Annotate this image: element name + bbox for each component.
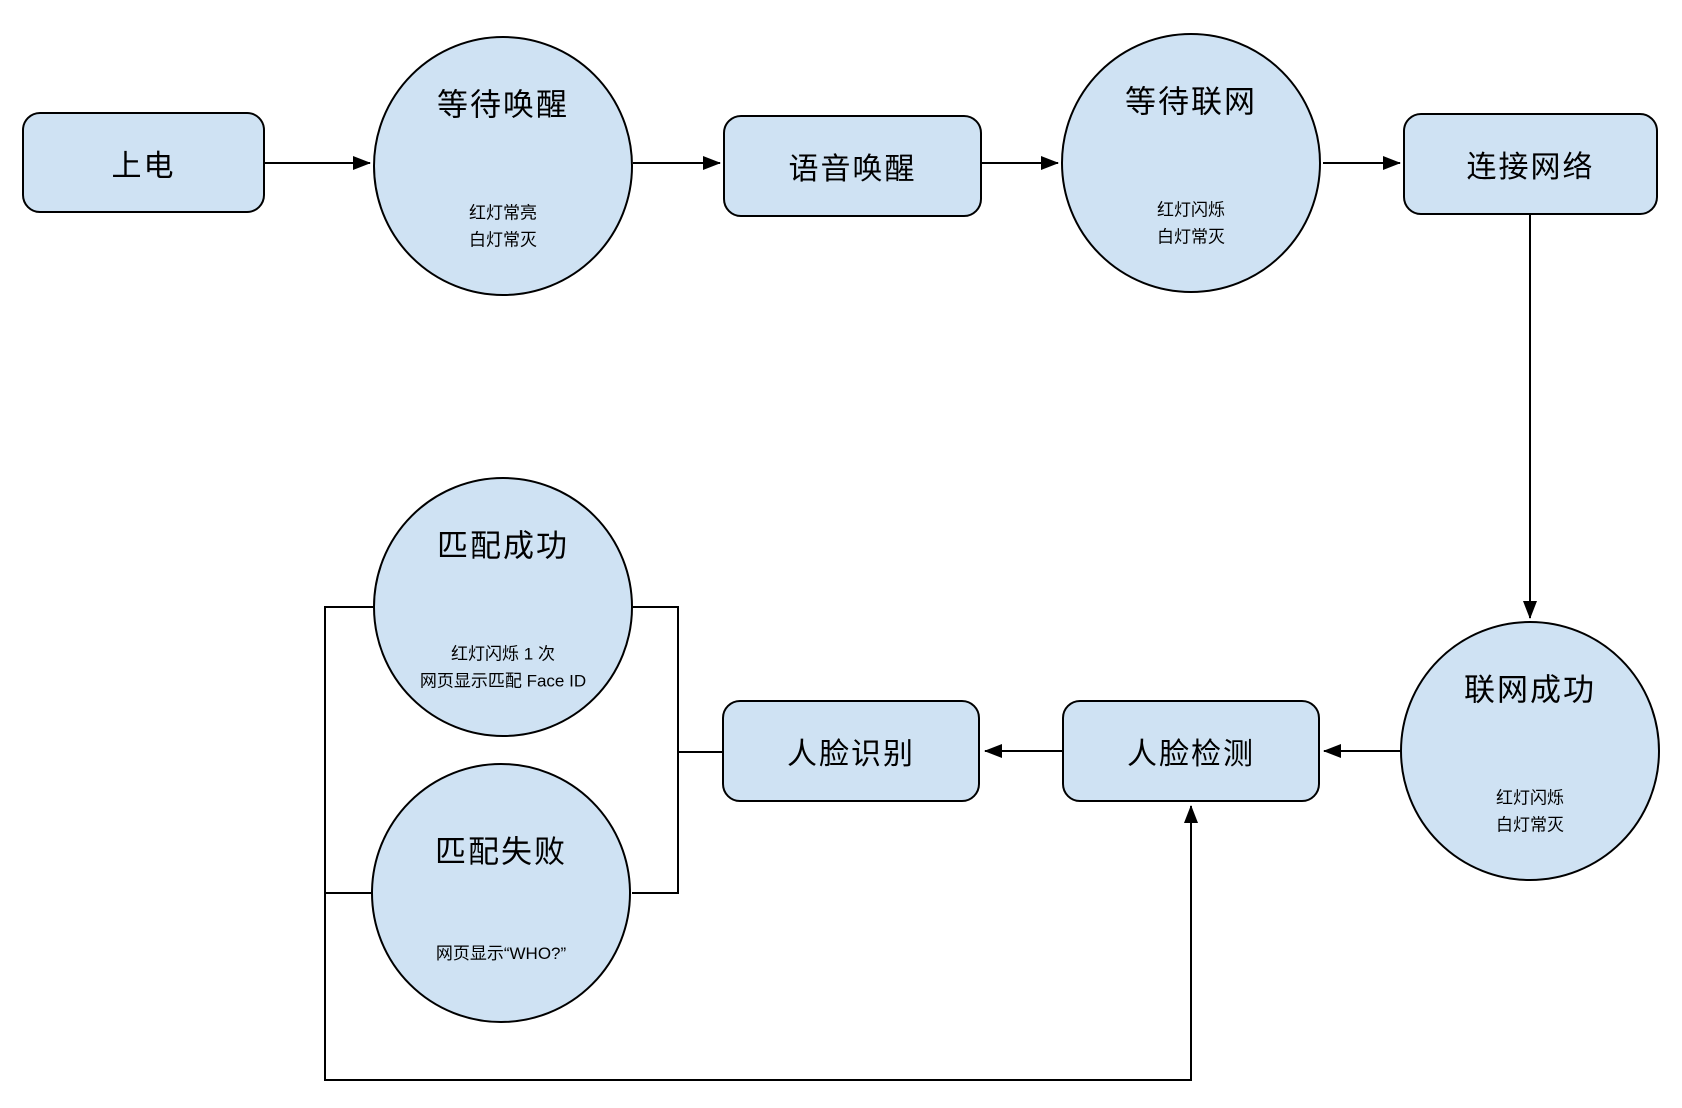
state-match-success-subtext: 红灯闪烁 1 次 网页显示匹配 Face ID bbox=[419, 645, 587, 691]
step-face-detect[interactable]: 人脸检测 bbox=[1062, 700, 1320, 802]
state-match-success[interactable]: 匹配成功 红灯闪烁 1 次 网页显示匹配 Face ID bbox=[373, 477, 633, 737]
step-power-on[interactable]: 上电 bbox=[22, 112, 265, 213]
step-voice-wake-label: 语音唤醒 bbox=[788, 153, 917, 186]
state-wait-wake[interactable]: 等待唤醒 红灯常亮 白灯常灭 bbox=[373, 36, 633, 296]
state-wait-wake-title: 等待唤醒 bbox=[437, 87, 569, 123]
state-match-fail[interactable]: 匹配失败 网页显示“WHO?” bbox=[371, 763, 631, 1023]
connector-loop-back-to-face-detect bbox=[324, 606, 1198, 1081]
state-match-success-title: 匹配成功 bbox=[437, 528, 569, 564]
state-match-fail-title: 匹配失败 bbox=[435, 834, 567, 870]
state-wait-network-subtext: 红灯闪烁 白灯常灭 bbox=[1157, 201, 1225, 247]
step-connect-network[interactable]: 连接网络 bbox=[1403, 113, 1658, 215]
step-face-recognize[interactable]: 人脸识别 bbox=[722, 700, 980, 802]
state-wait-wake-subtext: 红灯常亮 白灯常灭 bbox=[469, 204, 537, 250]
state-network-success[interactable]: 联网成功 红灯闪烁 白灯常灭 bbox=[1400, 621, 1660, 881]
state-wait-network-title: 等待联网 bbox=[1125, 84, 1257, 120]
connector-match-results-right-bracket bbox=[632, 606, 679, 894]
state-network-success-subtext: 红灯闪烁 白灯常灭 bbox=[1496, 789, 1564, 835]
step-voice-wake[interactable]: 语音唤醒 bbox=[723, 115, 982, 217]
state-network-success-title: 联网成功 bbox=[1464, 672, 1596, 708]
step-face-detect-label: 人脸检测 bbox=[1127, 738, 1255, 771]
step-face-recognize-label: 人脸识别 bbox=[787, 738, 915, 771]
state-match-fail-subtext: 网页显示“WHO?” bbox=[435, 944, 567, 964]
step-connect-network-label: 连接网络 bbox=[1466, 151, 1595, 184]
state-wait-network[interactable]: 等待联网 红灯闪烁 白灯常灭 bbox=[1061, 33, 1321, 293]
step-power-on-label: 上电 bbox=[111, 149, 176, 183]
